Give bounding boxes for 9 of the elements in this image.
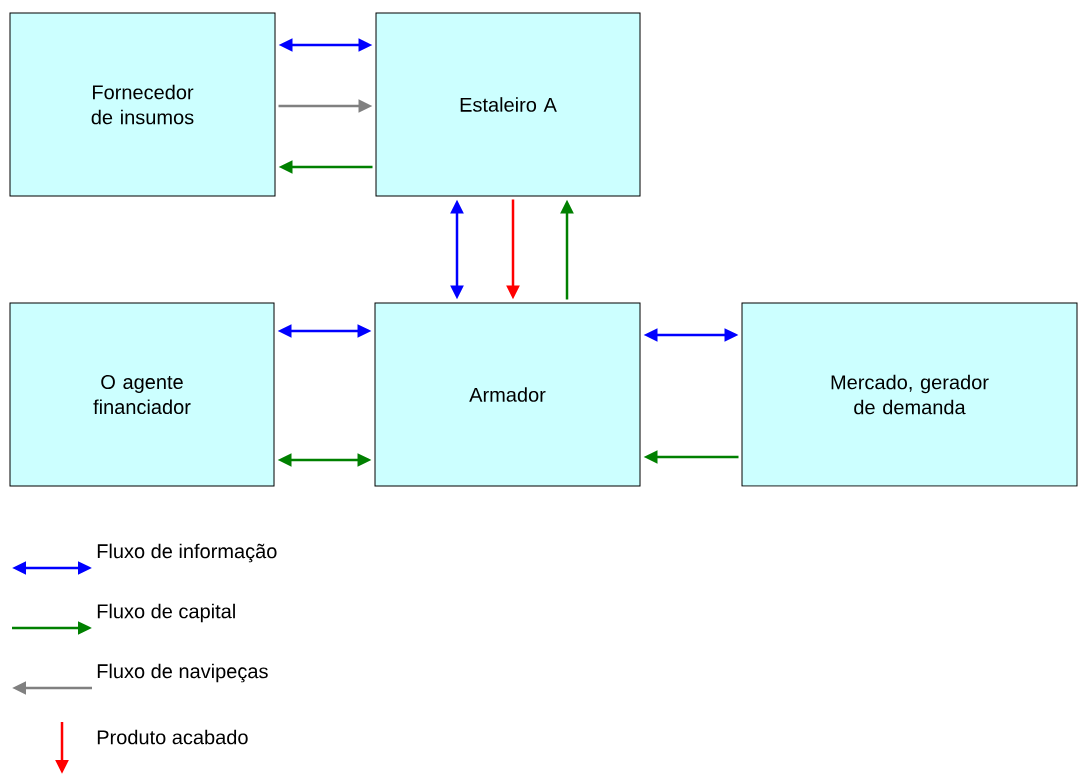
process-box: O agente financiador: [9, 302, 275, 487]
legend-text: Fluxo de navipeças: [97, 663, 268, 683]
process-box: Mercado, gerador de demanda: [741, 302, 1078, 487]
process-box: Fornecedor de insumos: [9, 12, 276, 197]
legend-text: Produto acabado: [97, 729, 248, 745]
legend-text: Fluxo de capital: [97, 603, 235, 623]
process-box: Armador: [374, 302, 641, 487]
legend-text: Fluxo de informação: [97, 543, 277, 563]
process-box: Estaleiro A: [375, 12, 641, 197]
